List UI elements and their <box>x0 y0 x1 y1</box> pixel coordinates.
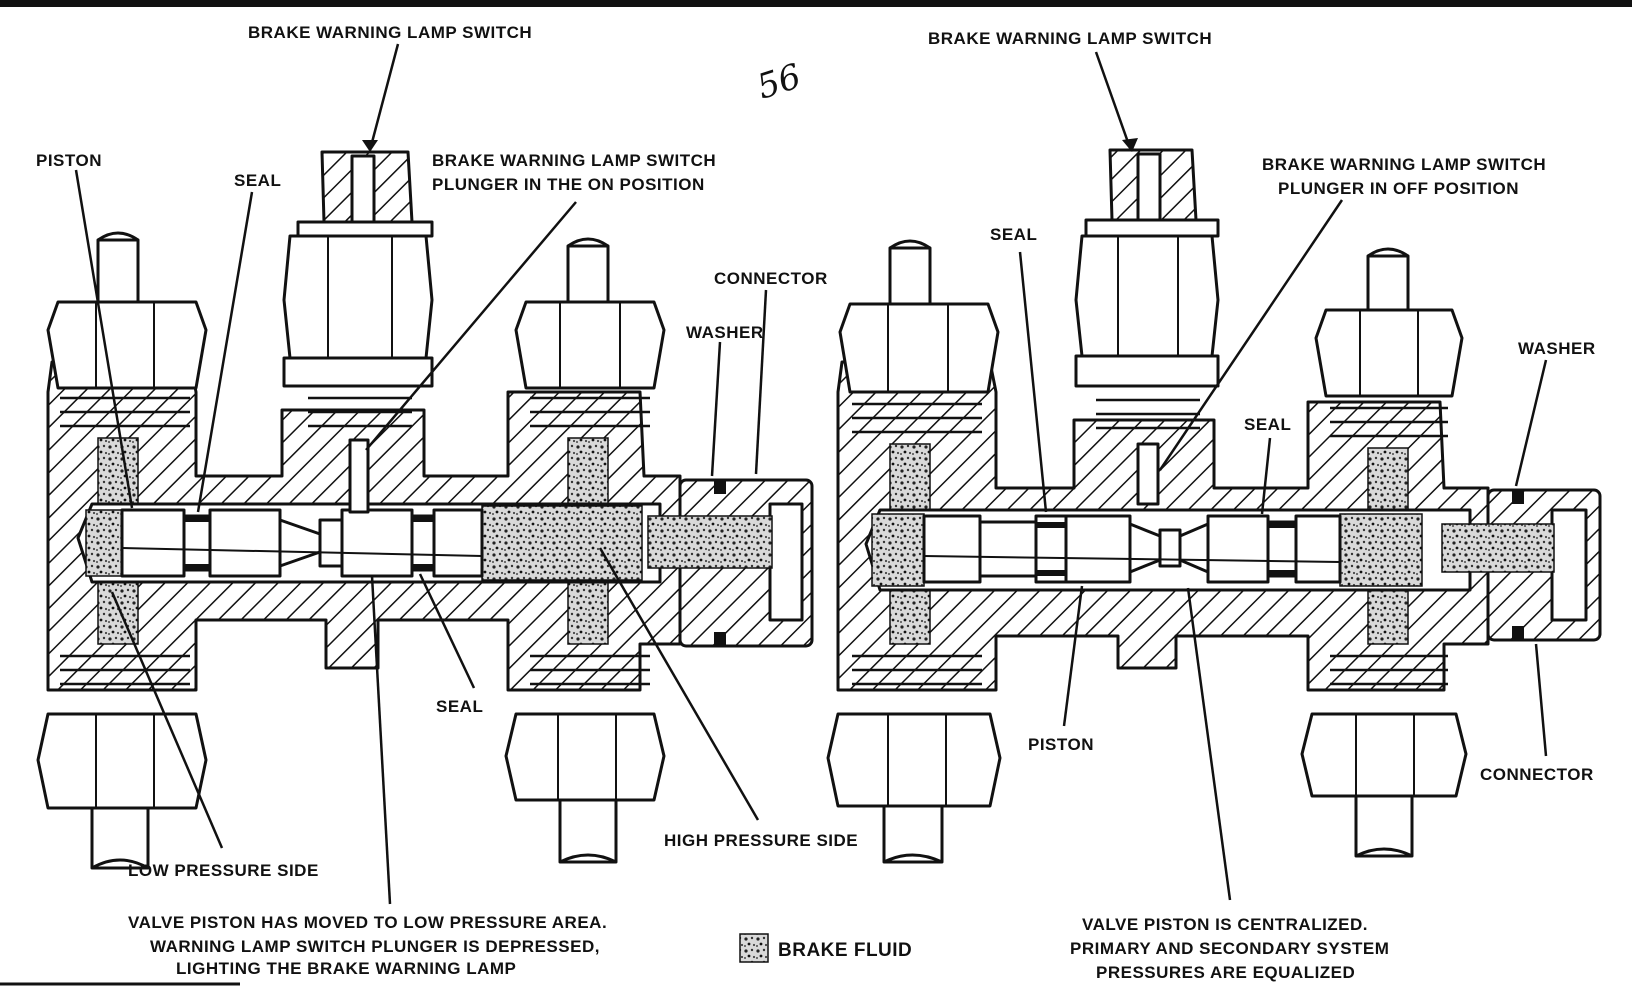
brake-fluid-swatch <box>739 933 769 963</box>
right-caption-leader <box>1186 587 1232 901</box>
left-plunger-label-line2: PLUNGER IN THE ON POSITION <box>432 175 705 194</box>
right-seal-right-leader <box>1260 437 1272 515</box>
left-high-pressure-fluid <box>481 505 643 581</box>
right-piston-leader <box>1062 585 1084 727</box>
legend: BRAKE FLUID <box>739 933 912 963</box>
left-top-left-fitting <box>46 231 208 428</box>
right-valve-piston <box>922 514 1342 584</box>
right-bottom-right-fitting <box>1300 654 1468 858</box>
left-piston-label: PISTON <box>36 151 102 170</box>
right-caption-line1: VALVE PISTON IS CENTRALIZED. <box>1082 915 1368 934</box>
right-plunger-label-line1: BRAKE WARNING LAMP SWITCH <box>1262 155 1546 174</box>
left-valve-assembly: BRAKE WARNING LAMP SWITCH PISTON SEAL BR… <box>36 23 858 978</box>
right-left-fluid <box>871 513 925 587</box>
right-bottom-left-fitting <box>826 654 1002 864</box>
right-caption-line2: PRIMARY AND SECONDARY SYSTEM <box>1070 939 1389 958</box>
left-low-pressure-leader <box>110 591 224 849</box>
left-caption-line1: VALVE PISTON HAS MOVED TO LOW PRESSURE A… <box>128 913 607 932</box>
left-plunger-label-line1: BRAKE WARNING LAMP SWITCH <box>432 151 716 170</box>
left-high-pressure-leader <box>598 547 760 821</box>
left-low-pressure-fluid <box>85 509 123 577</box>
left-washer-label: WASHER <box>686 323 764 342</box>
left-high-pressure-label: HIGH PRESSURE SIDE <box>664 831 858 850</box>
left-switch-leader <box>368 43 400 151</box>
left-bottom-left-fitting <box>36 654 208 870</box>
left-caption-leader <box>370 575 392 905</box>
right-top-left-fitting <box>838 239 1000 434</box>
right-switch-label: BRAKE WARNING LAMP SWITCH <box>928 29 1212 48</box>
left-top-right-fitting <box>514 237 666 428</box>
left-caption-line3: LIGHTING THE BRAKE WARNING LAMP <box>176 959 516 978</box>
right-right-fluid <box>1339 513 1423 587</box>
left-piston-leader <box>74 169 134 509</box>
right-connector-leader <box>1534 643 1548 757</box>
left-switch-label: BRAKE WARNING LAMP SWITCH <box>248 23 532 42</box>
left-connector-label: CONNECTOR <box>714 269 828 288</box>
left-plunger-leader <box>365 201 577 451</box>
right-seal-left-leader <box>1018 251 1048 513</box>
right-warning-lamp-switch <box>1074 148 1220 506</box>
right-valve-assembly: BRAKE WARNING LAMP SWITCH BRAKE WARNING … <box>826 29 1602 982</box>
right-switch-leader <box>1094 51 1132 149</box>
left-connector-leader <box>754 289 768 475</box>
handwritten-mark: 56 <box>752 56 806 107</box>
right-plunger-leader <box>1158 199 1344 471</box>
left-seal-bottom-leader <box>418 573 476 689</box>
left-washer-leader <box>710 341 722 477</box>
left-connector <box>647 478 814 648</box>
left-seal-top-label: SEAL <box>234 171 281 190</box>
left-caption-line2: WARNING LAMP SWITCH PLUNGER IS DEPRESSED… <box>150 937 600 956</box>
right-connector-label: CONNECTOR <box>1480 765 1594 784</box>
left-seal-bottom-label: SEAL <box>436 697 483 716</box>
brake-fluid-label: BRAKE FLUID <box>778 940 912 961</box>
left-low-pressure-label: LOW PRESSURE SIDE <box>128 861 319 880</box>
left-valve-piston <box>120 508 484 578</box>
right-washer-leader <box>1514 359 1548 487</box>
left-seal-top-leader <box>196 191 254 513</box>
right-caption-line3: PRESSURES ARE EQUALIZED <box>1096 963 1355 982</box>
right-seal-right-label: SEAL <box>1244 415 1291 434</box>
right-piston-label: PISTON <box>1028 735 1094 754</box>
left-bottom-right-fitting <box>504 654 666 864</box>
top-border <box>0 0 1632 7</box>
left-warning-lamp-switch <box>282 150 434 514</box>
right-seal-left-label: SEAL <box>990 225 1037 244</box>
right-plunger-label-line2: PLUNGER IN OFF POSITION <box>1278 179 1519 198</box>
right-connector <box>1441 488 1602 642</box>
right-washer-label: WASHER <box>1518 339 1596 358</box>
right-top-right-fitting <box>1314 247 1464 438</box>
